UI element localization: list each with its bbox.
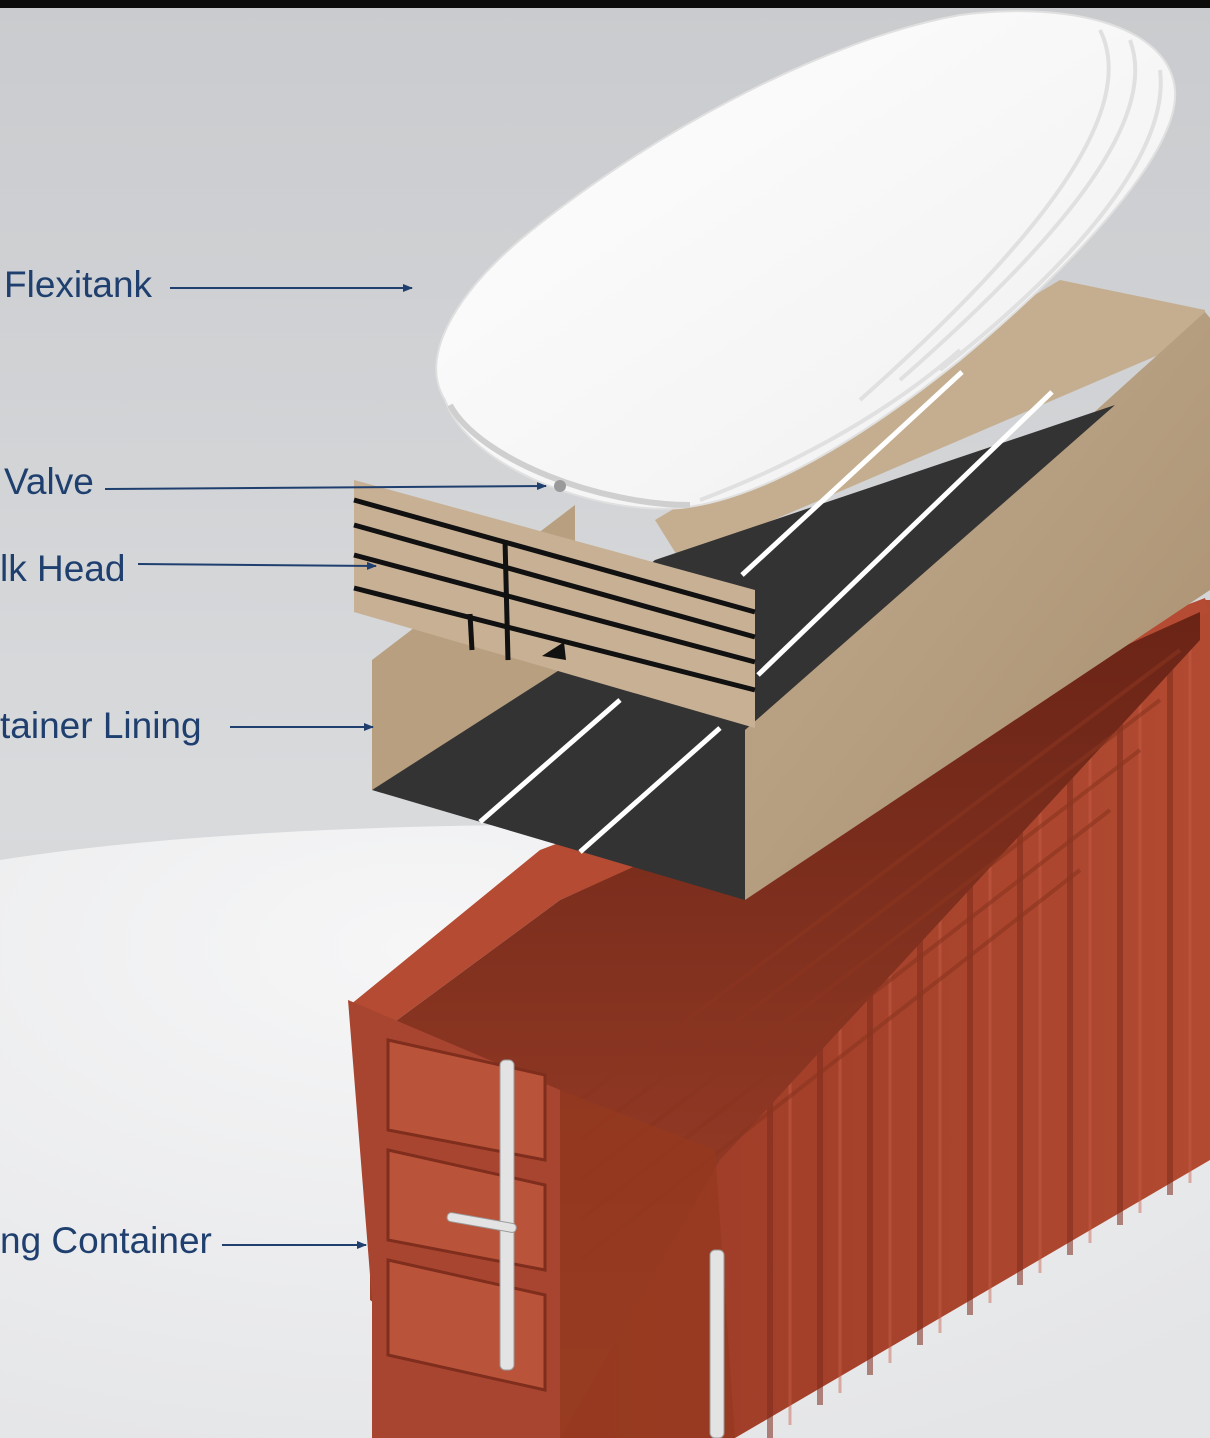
lining-floor-stripes <box>478 370 1054 854</box>
lining-far-wall <box>655 280 1205 560</box>
label-flexitank: Flexitank <box>4 264 153 305</box>
container-lock-bars <box>446 1059 725 1438</box>
valve-arrow <box>104 482 547 491</box>
flexitank-body <box>435 10 1177 510</box>
bulkhead-arrow <box>137 561 377 570</box>
top-bar <box>0 0 1210 8</box>
flexitank <box>435 10 1177 510</box>
container-side-wall <box>560 600 1210 1438</box>
flexitank-folds <box>699 29 1163 502</box>
bulkhead-straps <box>353 497 756 693</box>
label-shipping-container: ng Container <box>0 1220 212 1261</box>
label-container-lining: tainer Lining <box>0 705 202 746</box>
callout-arrows <box>104 284 547 1249</box>
label-valve: Valve <box>4 461 94 502</box>
flexitank-valve <box>554 480 566 492</box>
lining-side-wall <box>745 312 1210 900</box>
bulkhead <box>353 480 756 728</box>
label-bulkhead: lk Head <box>0 548 126 589</box>
